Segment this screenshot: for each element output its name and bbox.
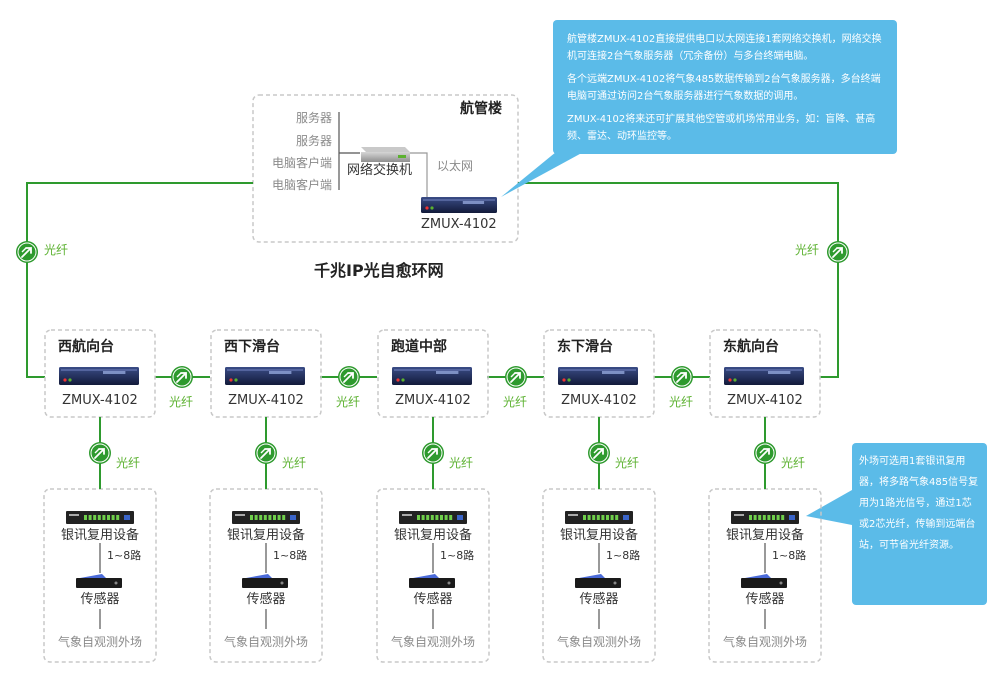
fiber-label: 光纤 [669,395,694,409]
mux-label: 银讯复用设备 [226,528,305,543]
hq-client-4: 电脑客户端 [271,178,332,192]
callout-hq: 航管楼ZMUX-4102直接提供电口以太网连接1套网络交换机，网络交换机可连接2… [553,20,897,154]
ethernet-label: 以太网 [437,159,474,173]
fiber-label: 光纤 [503,395,528,409]
sensor-label: 传感器 [246,592,286,607]
fiber-icon [505,366,527,388]
hq-device-model: ZMUX-4102 [421,217,497,232]
fiber-icon [89,442,111,464]
fiber-label: 光纤 [336,395,361,409]
channel-count-label: 1~8路 [440,549,475,562]
fiber-label: 光纤 [116,456,141,470]
sensor-label: 传感器 [80,592,120,607]
mux-label: 银讯复用设备 [60,528,139,543]
station-name: 东航向台 [723,339,779,355]
fiber-label: 光纤 [449,456,474,470]
fiber-icon [588,442,610,464]
mux-device-icon [399,511,467,524]
mux-label: 银讯复用设备 [559,528,638,543]
fiber-icon [16,241,38,263]
fiber-icon [827,241,849,263]
mux-device-icon [565,511,633,524]
sensor-icon [76,574,122,588]
field-site-label: 气象自观测外场 [722,635,807,649]
sensor-label: 传感器 [413,592,453,607]
sensor-icon [575,574,621,588]
fiber-ring [26,182,839,378]
station-device-model: ZMUX-4102 [727,393,803,408]
sensor-label: 传感器 [745,592,785,607]
callout-hq-text-3: ZMUX-4102将来还可扩展其他空管或机场常用业务，如：盲降、甚高频、雷达、动… [567,114,876,142]
fiber-label-left: 光纤 [44,243,69,257]
station-zmux-device-icon [392,367,472,385]
hq-zmux-device-icon [421,197,497,213]
field-site-label: 气象自观测外场 [390,635,475,649]
sensor-label: 传感器 [579,592,619,607]
fiber-icon [338,366,360,388]
hq-box [252,94,519,243]
channel-count-label: 1~8路 [772,549,807,562]
callout-hq-text-2: 各个远端ZMUX-4102将气象485数据传输到2台气象服务器，多台终端电脑可通… [567,74,881,102]
hq-client-3: 电脑客户端 [271,156,332,170]
mux-device-icon [232,511,300,524]
field-site-label: 气象自观测外场 [223,635,308,649]
fiber-label-right: 光纤 [795,243,820,257]
network-switch-icon [361,147,410,162]
sensor-icon [409,574,455,588]
fiber-label: 光纤 [615,456,640,470]
ring-label: 千兆IP光自愈环网 [314,261,444,280]
station-zmux-device-icon [558,367,638,385]
fiber-label: 光纤 [282,456,307,470]
station-zmux-device-icon [724,367,804,385]
station-device-model: ZMUX-4102 [228,393,304,408]
switch-label: 网络交换机 [347,163,413,178]
channel-count-label: 1~8路 [606,549,641,562]
station-name: 西下滑台 [224,339,280,355]
hq-client-1: 服务器 [295,111,332,125]
fiber-label: 光纤 [781,456,806,470]
station-zmux-device-icon [59,367,139,385]
station-device-model: ZMUX-4102 [62,393,138,408]
hq-title: 航管楼 [460,101,502,117]
callout-hq-text-1: 航管楼ZMUX-4102直接提供电口以太网连接1套网络交换机，网络交换机可连接2… [567,34,882,62]
fiber-icon [171,366,193,388]
callout-hq-pointer [501,143,600,197]
sensor-icon [242,574,288,588]
fiber-icon [754,442,776,464]
field-site-label: 气象自观测外场 [556,635,641,649]
station-zmux-device-icon [225,367,305,385]
hq-client-2: 服务器 [295,134,332,148]
station-name: 跑道中部 [391,339,447,355]
fiber-icon [255,442,277,464]
mux-device-icon [66,511,134,524]
station-name: 西航向台 [58,339,114,355]
callout-field: 外场可选用1套银讯复用器，将多路气象485信号复用为1路光信号，通过1芯或2芯光… [852,443,987,605]
channel-count-label: 1~8路 [107,549,142,562]
station-device-model: ZMUX-4102 [395,393,471,408]
fiber-icon [671,366,693,388]
callout-field-pointer [806,490,852,525]
station-device-model: ZMUX-4102 [561,393,637,408]
fiber-label: 光纤 [169,395,194,409]
sensor-icon [741,574,787,588]
ethernet-link [410,152,428,197]
mux-device-icon [731,511,799,524]
fiber-icon [422,442,444,464]
field-site-label: 气象自观测外场 [57,635,142,649]
hq-links [338,112,360,190]
mux-label: 银讯复用设备 [725,528,804,543]
mux-label: 银讯复用设备 [393,528,472,543]
station-name: 东下滑台 [557,339,613,355]
channel-count-label: 1~8路 [273,549,308,562]
